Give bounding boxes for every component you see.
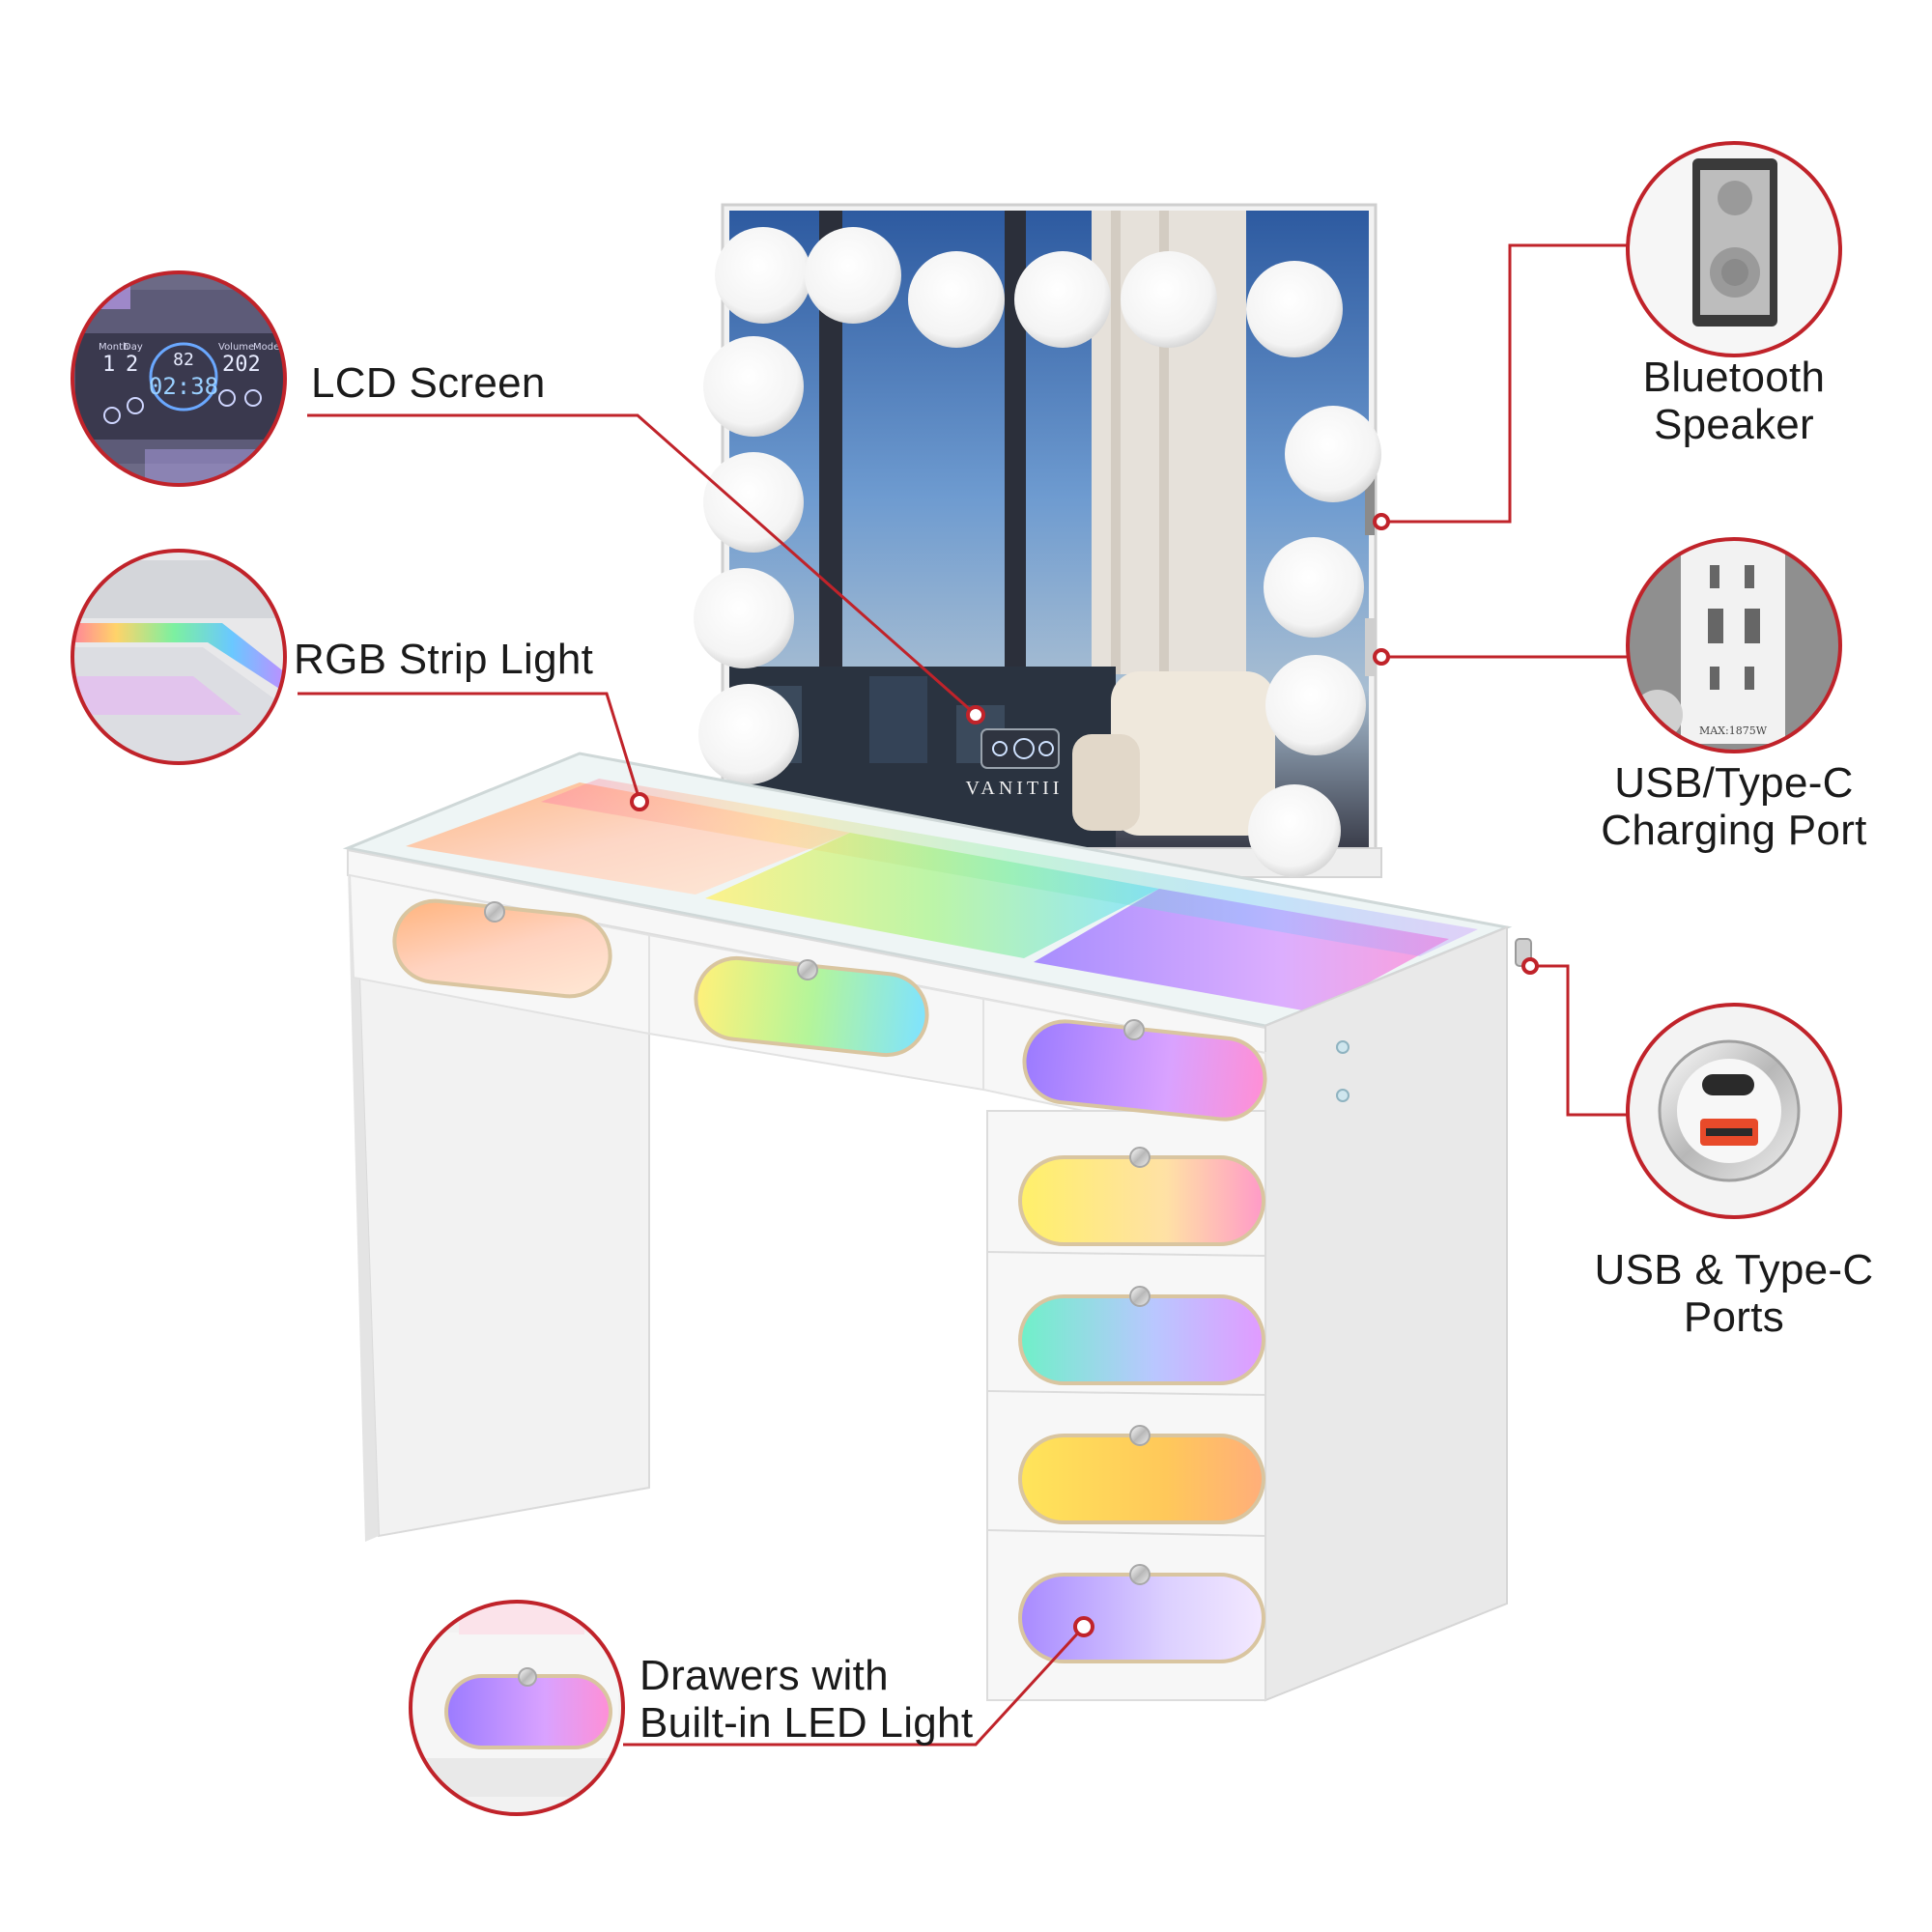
charging-port-label: USB/Type-C Charging Port <box>1584 759 1884 855</box>
lcd-year: 202 <box>222 353 261 377</box>
drawers-led-line2: Built-in LED Light <box>639 1699 974 1747</box>
usb-typec-ports-line1: USB & Type-C <box>1594 1246 1874 1293</box>
rgb-strip-light-label: RGB Strip Light <box>294 636 594 683</box>
charging-port-line1: USB/Type-C <box>1614 759 1854 807</box>
lcd-month: 1 <box>102 353 115 377</box>
bluetooth-speaker-line2: Speaker <box>1654 401 1814 449</box>
drawer-windows <box>392 898 1267 1663</box>
charging-port-line2: Charging Port <box>1601 807 1867 855</box>
lcd-time: 02:38 <box>149 373 218 400</box>
usb-typec-ports-line2: Ports <box>1683 1293 1785 1342</box>
lcd-temperature: 82 <box>173 350 194 370</box>
outlet-rating: MAX:1875W <box>1699 724 1768 737</box>
callout-leaders <box>298 243 1628 1747</box>
usb-typec-ports-inset <box>1626 1003 1842 1219</box>
bluetooth-speaker-inset <box>1626 141 1842 357</box>
bluetooth-speaker-line1: Bluetooth <box>1642 354 1826 401</box>
lcd-day-label: Day <box>124 342 143 353</box>
lcd-volume-label: Volume <box>218 342 254 353</box>
lcd-mode-label: Mode <box>253 342 279 353</box>
bluetooth-speaker-label: Bluetooth Speaker <box>1604 354 1864 449</box>
lcd-day: 2 <box>126 353 138 377</box>
hollywood-mirror: VANITII <box>694 203 1382 878</box>
drawers-led-label: Drawers with Built-in LED Light <box>639 1652 973 1747</box>
callout-dots <box>630 513 1539 1637</box>
usb-typec-ports-label: USB & Type-C Ports <box>1575 1246 1893 1342</box>
lcd-screen-label: LCD Screen <box>311 359 546 407</box>
mirror-brand: VANITII <box>966 778 1064 799</box>
vanity-desk <box>342 752 1532 1702</box>
drawers-led-line1: Drawers with <box>639 1652 889 1699</box>
drawers-led-inset <box>409 1600 625 1816</box>
lcd-month-label: Month <box>99 342 128 353</box>
charging-port-inset: MAX:1875W <box>1626 537 1842 753</box>
lcd-screen-inset: Month Day 1 2 82 02:38 Volume Mode 202 <box>71 270 287 487</box>
drawer-knobs <box>484 901 1151 1585</box>
rgb-strip-light-inset <box>71 549 287 765</box>
mirror-bulbs <box>694 227 1381 877</box>
